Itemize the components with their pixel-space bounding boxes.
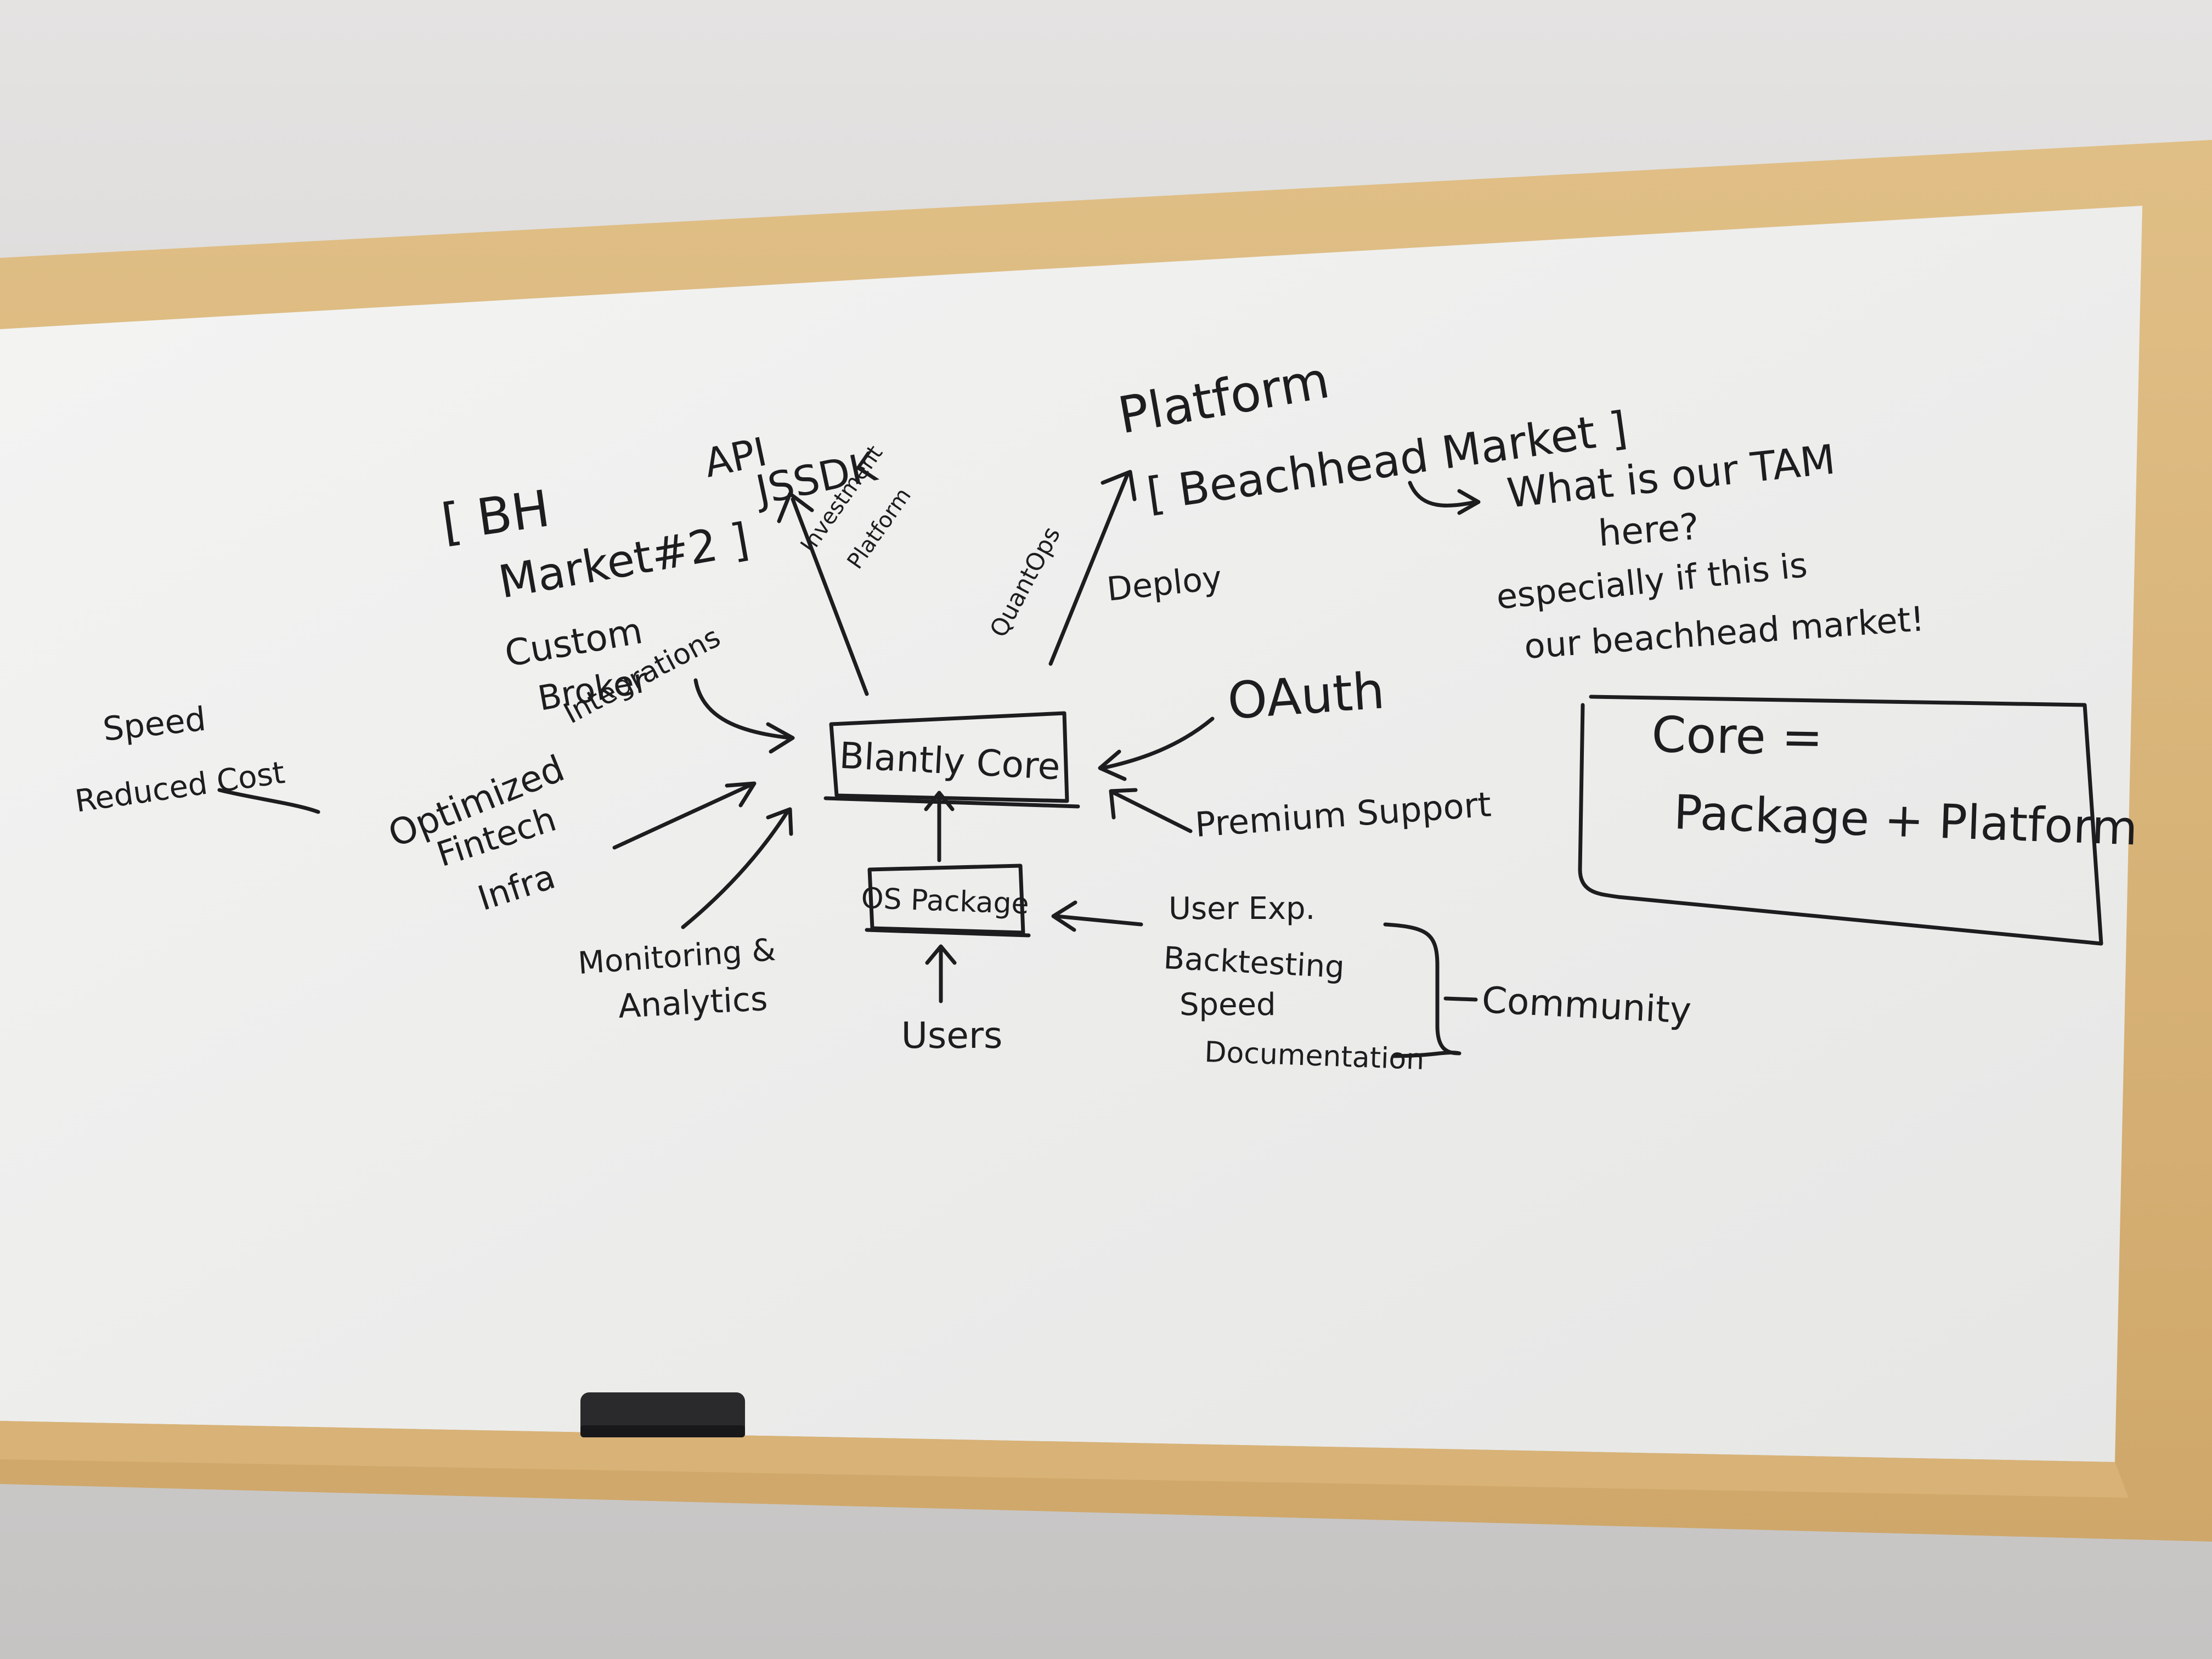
- svg-text:Core =: Core =: [1651, 706, 1824, 766]
- eraser[interactable]: [580, 1392, 745, 1437]
- svg-text:Analytics: Analytics: [617, 980, 769, 1026]
- oauth-label: OAuth: [1226, 661, 1386, 731]
- svg-text:Speed: Speed: [1180, 987, 1276, 1023]
- users-label: Users: [901, 1014, 1003, 1057]
- os-package-label: OS Package: [861, 882, 1030, 921]
- svg-text:here?: here?: [1597, 505, 1701, 555]
- svg-text:User Exp.: User Exp.: [1169, 891, 1315, 927]
